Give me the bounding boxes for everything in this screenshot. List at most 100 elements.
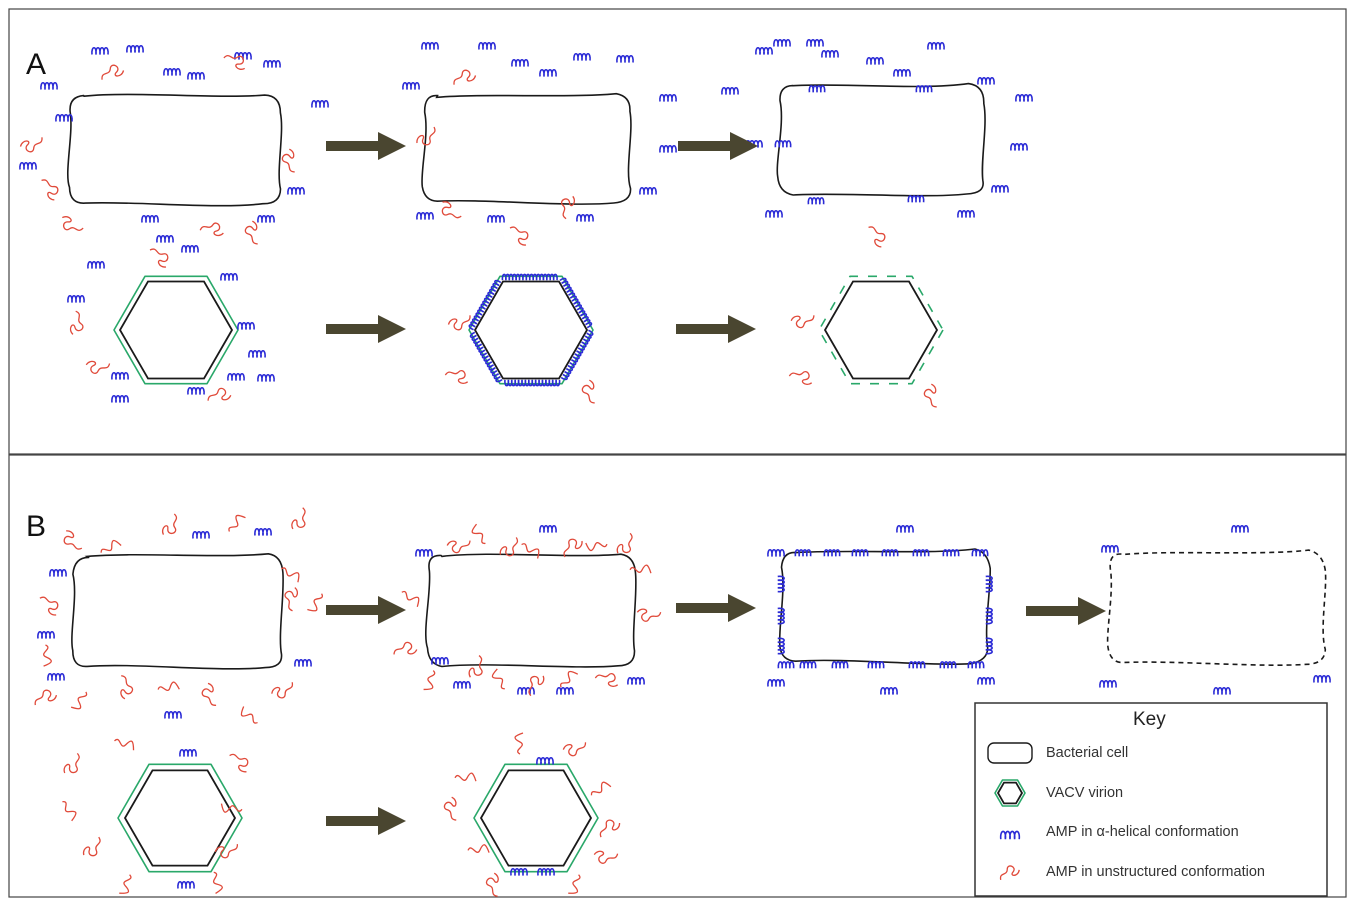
unstructured-amp-icon: [214, 844, 239, 859]
unstructured-amp-icon: [423, 670, 436, 691]
unstructured-amp-icon: [563, 538, 583, 558]
helical-amp-icon: [659, 144, 677, 153]
helical-amp-icon: [111, 371, 129, 380]
helical-amp-icon: [227, 372, 245, 381]
helical-amp-icon: [777, 607, 785, 625]
unstructured-amp-icon: [594, 673, 619, 688]
unstructured-amp-icon: [149, 248, 169, 268]
panel-b-frame: [8, 454, 1347, 898]
unstructured-amp-icon: [82, 836, 101, 857]
bacterial-cell-b3: [778, 548, 992, 665]
helical-amp-icon: [542, 273, 558, 281]
helical-amp-icon: [263, 59, 281, 68]
helical-amp-icon: [915, 85, 933, 93]
helical-amp-icon: [192, 530, 210, 539]
unstructured-amp-icon: [114, 738, 135, 751]
unstructured-amp-icon: [281, 567, 300, 583]
unstructured-amp-icon: [636, 608, 662, 622]
helical-amp-icon: [896, 524, 914, 533]
helical-amp-icon: [556, 686, 574, 695]
bacterial-cell-b4-lysed: [1106, 549, 1327, 666]
helical-amp-icon: [416, 211, 434, 220]
helical-amp-icon: [181, 244, 199, 253]
helical-amp-icon: [478, 41, 496, 50]
vacv-envelope-a3-disrupted: [818, 275, 944, 385]
unstructured-amp-icon: [244, 220, 258, 245]
unstructured-amp-icon: [499, 537, 519, 557]
unstructured-amp-icon: [599, 819, 621, 838]
helical-amp-icon: [971, 549, 989, 557]
unstructured-amp-icon: [560, 670, 579, 688]
helical-amp-icon: [1231, 524, 1249, 533]
helical-amp-icon: [531, 379, 547, 387]
helical-amp-icon: [866, 56, 884, 65]
helical-amp-icon: [67, 294, 85, 303]
helical-amp-icon: [510, 867, 528, 876]
helical-amp-icon: [985, 637, 993, 655]
helical-amp-icon: [179, 748, 197, 757]
unstructured-amp-icon: [485, 872, 499, 897]
helical-amp-icon: [659, 93, 677, 102]
helical-amp-icon: [248, 349, 266, 358]
vacv-envelope-b1: [117, 763, 243, 873]
arrow-a3: [326, 315, 406, 343]
unstructured-amp-icon: [616, 532, 633, 554]
helical-amp-icon: [257, 214, 275, 223]
arrow-b1: [326, 596, 406, 624]
unstructured-amp-icon: [70, 691, 88, 710]
helical-amp-icon: [912, 549, 930, 557]
helical-amp-icon: [991, 184, 1009, 193]
helical-amp-icon: [504, 379, 520, 387]
helical-amp-icon: [237, 321, 255, 330]
helical-amp-icon: [156, 234, 174, 243]
helical-amp-icon: [257, 373, 275, 382]
helical-amp-icon: [767, 548, 785, 557]
helical-amp-icon: [977, 76, 995, 85]
helical-amp-icon: [567, 353, 580, 369]
helical-amp-icon: [977, 676, 995, 685]
helical-amp-icon: [985, 607, 993, 625]
unstructured-amp-icon: [443, 796, 457, 821]
unstructured-amp-icon: [453, 69, 477, 85]
helical-amp-icon: [539, 68, 557, 77]
helical-amp-icon: [767, 678, 785, 687]
helical-amp-icon: [163, 67, 181, 76]
helical-amp-icon: [141, 214, 159, 223]
helical-amp-icon: [177, 880, 195, 889]
helical-amp-icon: [559, 277, 572, 293]
helical-amp-icon: [415, 548, 433, 557]
helical-amp-icon: [475, 303, 488, 319]
unstructured-amp-icon: [63, 752, 80, 774]
helical-amp-icon: [1313, 674, 1331, 683]
unstructured-amp-icon: [281, 148, 295, 173]
helical-amp-icon: [468, 315, 481, 331]
unstructured-amp-icon: [471, 523, 486, 545]
unstructured-amp-icon: [509, 226, 529, 246]
helical-amp-icon: [515, 273, 531, 281]
helical-amp-icon: [1213, 686, 1231, 695]
unstructured-amp-icon: [629, 564, 652, 574]
helical-amp-icon: [539, 524, 557, 533]
helical-amp-icon: [187, 71, 205, 80]
unstructured-amp-icon: [468, 655, 483, 678]
helical-amp-icon: [574, 341, 587, 357]
key-label-unstructured-amp: AMP in unstructured conformation: [1046, 864, 1265, 880]
helical-amp-icon: [91, 46, 109, 55]
helical-amp-icon: [254, 527, 272, 536]
helical-amp-icon: [579, 313, 593, 329]
bacterial-cell-a3: [776, 82, 986, 197]
helical-amp-icon: [490, 367, 503, 383]
helical-amp-icon: [164, 710, 182, 719]
helical-amp-icon: [487, 214, 505, 223]
helical-amp-icon: [581, 329, 594, 345]
unstructured-amp-icon: [85, 360, 111, 374]
arrow-a2: [678, 132, 758, 160]
helical-amp-icon: [469, 331, 483, 347]
helical-amp-icon: [19, 161, 37, 170]
unstructured-amp-icon: [788, 371, 813, 386]
helical-amp-icon: [187, 386, 205, 395]
vacv-core-b1: [123, 769, 237, 867]
unstructured-amp-icon: [562, 742, 587, 757]
helical-amp-icon: [831, 661, 849, 669]
